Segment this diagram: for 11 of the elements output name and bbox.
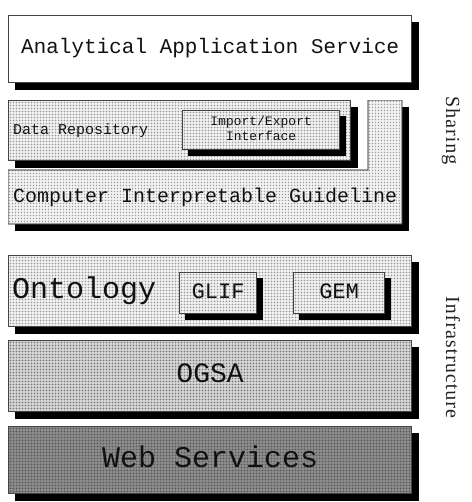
layer-label: Computer Interpretable Guideline	[12, 186, 398, 208]
section-label: Sharing	[440, 96, 463, 166]
section-label: Infrastructure	[440, 296, 463, 419]
layer-label: GEM	[319, 280, 359, 306]
layer-label: Web Services	[102, 442, 318, 478]
layer-label: GLIF	[192, 280, 244, 306]
layer-label: Analytical Application Service	[20, 36, 400, 62]
layer-label: OGSA	[176, 360, 244, 392]
layer-label: Ontology	[12, 274, 156, 308]
layer-label: Data Repository	[13, 122, 148, 140]
layer-label: Import/Export Interface	[209, 115, 313, 145]
